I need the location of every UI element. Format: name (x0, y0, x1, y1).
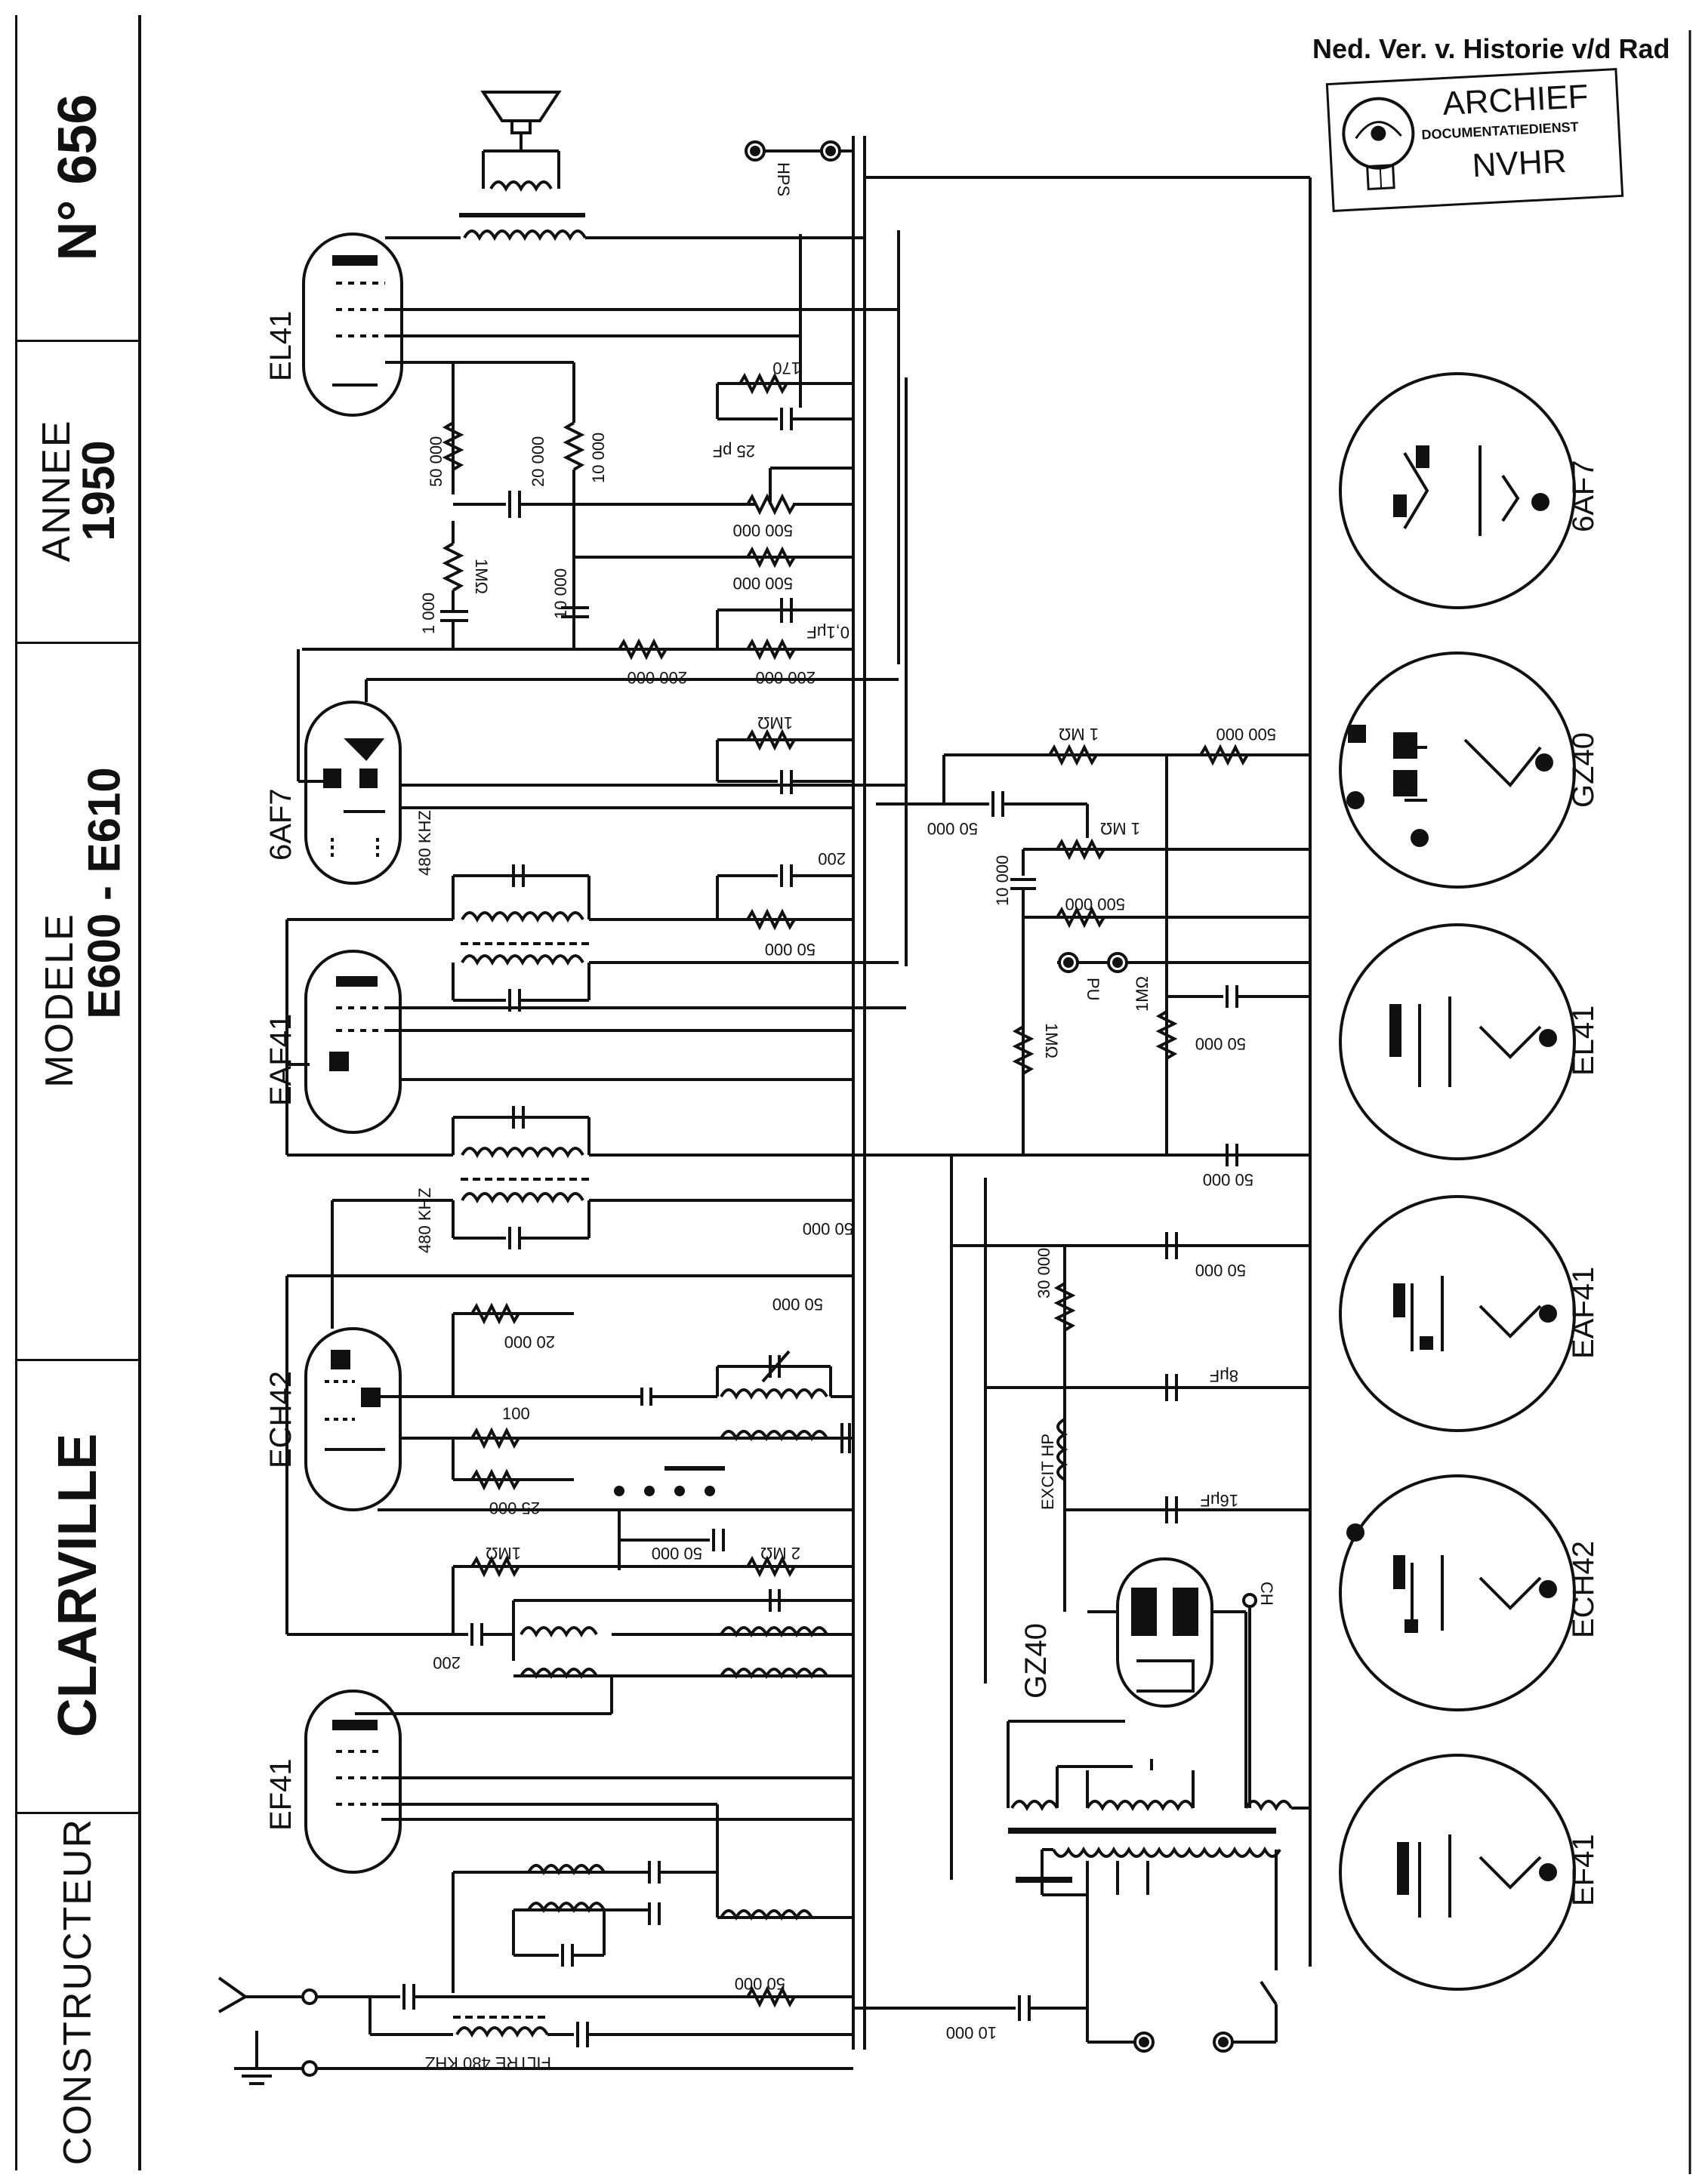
socket-el41 (1339, 923, 1576, 1160)
archive-stamp: ARCHIEF DOCUMENTATIEDIENST NVHR (1325, 68, 1624, 212)
label-c-25pf: 25 pF (713, 442, 755, 461)
label-ch: CH (1257, 1582, 1276, 1606)
socket-ef41 (1339, 1754, 1576, 1991)
label-if-480khz-a: 480 KHZ (415, 810, 434, 876)
tube-label-gz40: GZ40 (1019, 1623, 1053, 1699)
tube-label-el41: EL41 (264, 311, 298, 381)
socket-ech42 (1339, 1474, 1576, 1711)
label-r-50000-i: 50 000 (772, 1295, 823, 1314)
label-r-50000-a: 50 000 (427, 436, 446, 487)
socket-label-ech42: ECH42 (1567, 1541, 1600, 1638)
socket-label-gz40: GZ40 (1567, 732, 1600, 808)
tube-label-ef41: EF41 (264, 1758, 298, 1831)
label-r-200000-b: 200 000 (755, 668, 816, 687)
label-r-500000-c: 500 000 (1216, 725, 1276, 744)
label-c-8uf: 8μF (1210, 1366, 1238, 1385)
label-excit-hp: EXCIT HP (1038, 1434, 1057, 1510)
title-cell-maker: CLARVILLE (17, 1359, 138, 1814)
tube-label-6af7: 6AF7 (264, 788, 298, 861)
label-r-1mohm-c: 1 MΩ (1059, 725, 1099, 744)
label-pot-1mohm: 1 MΩ (1100, 819, 1140, 838)
label-r-170: 170 (772, 359, 800, 377)
socket-views (1339, 372, 1576, 1991)
label-r-500000-d: 500 000 (1065, 895, 1125, 913)
label-r-100: 100 (502, 1404, 530, 1423)
organization-header: Ned. Ver. v. Historie v/d Rad (1312, 33, 1670, 64)
label-c-50000-f: 50 000 (1195, 1034, 1246, 1053)
label-if-480khz-b: 480 KHZ (415, 1187, 434, 1253)
label-pot-500000: 500 000 (732, 521, 793, 540)
socket-gz40 (1339, 652, 1576, 889)
label-c-200-b: 200 (433, 1653, 461, 1672)
label-r-20000: 20 000 (504, 1332, 555, 1351)
label-r-1mohm-b: 1MΩ (757, 713, 793, 732)
label-r-50000-e: 50 000 (765, 940, 816, 959)
title-cell-annee: ANNEE 1950 (17, 340, 138, 644)
label-c-16uf: 16μF (1200, 1491, 1238, 1510)
label-c-200: 200 (818, 849, 846, 868)
label-c-50000-k: 50 000 (652, 1544, 702, 1563)
label-r-200000: 200 000 (627, 668, 687, 687)
socket-label-eaf41: EAF41 (1567, 1267, 1600, 1359)
label-c-20000: 20 000 (529, 436, 547, 487)
label-c-10000-d: 10 000 (993, 855, 1012, 906)
label-r-1mohm-e: 1MΩ (1133, 976, 1152, 1012)
title-cell-modele: MODELE E600 - E610 (17, 642, 138, 1361)
label-r-1mohm-a: 1MΩ (472, 559, 491, 594)
label-r-1mohm-f: 1MΩ (486, 1544, 521, 1563)
tube-label-ech42: ECH42 (264, 1371, 298, 1468)
label-c-50000-j: 50 000 (1195, 1261, 1246, 1280)
label-c-50000-c: 50 000 (927, 819, 978, 838)
socket-eaf41 (1339, 1195, 1576, 1432)
label-r-2mohm: 2 MΩ (760, 1544, 800, 1563)
label-c-50000-h: 50 000 (803, 1219, 853, 1238)
label-c-50000-g: 50 000 (1203, 1170, 1253, 1189)
label-r-30000: 30 000 (1035, 1248, 1053, 1298)
socket-label-ef41: EF41 (1567, 1834, 1600, 1906)
tube-label-eaf41: EAF41 (264, 1014, 298, 1106)
label-filtre: FILTRE 480 KHZ (425, 2053, 551, 2072)
label-c-1000: 1 000 (419, 593, 438, 634)
label-c-10000-b: 10 000 (551, 568, 570, 619)
label-r-50000-l: 50 000 (735, 1974, 785, 1993)
label-r-10000-a: 10 000 (589, 433, 608, 483)
label-r-25000: 25 000 (489, 1499, 540, 1517)
label-r-1mohm-d: 1MΩ (1042, 1023, 1061, 1058)
radio-logo-icon (1342, 97, 1415, 191)
title-cell-number: N° 656 (17, 15, 138, 342)
label-r-500000-b: 500 000 (732, 574, 793, 593)
label-c-01uf: 0,1μF (806, 623, 850, 642)
title-block: N° 656 ANNEE 1950 MODELE E600 - E610 CLA… (15, 15, 141, 2170)
socket-6af7 (1339, 372, 1576, 609)
socket-label-6af7: 6AF7 (1567, 460, 1600, 532)
socket-label-el41: EL41 (1567, 1006, 1600, 1076)
label-hps: HPS (774, 162, 793, 196)
label-c-10000-m: 10 000 (946, 2023, 997, 2042)
label-pu: PU (1084, 978, 1102, 1001)
